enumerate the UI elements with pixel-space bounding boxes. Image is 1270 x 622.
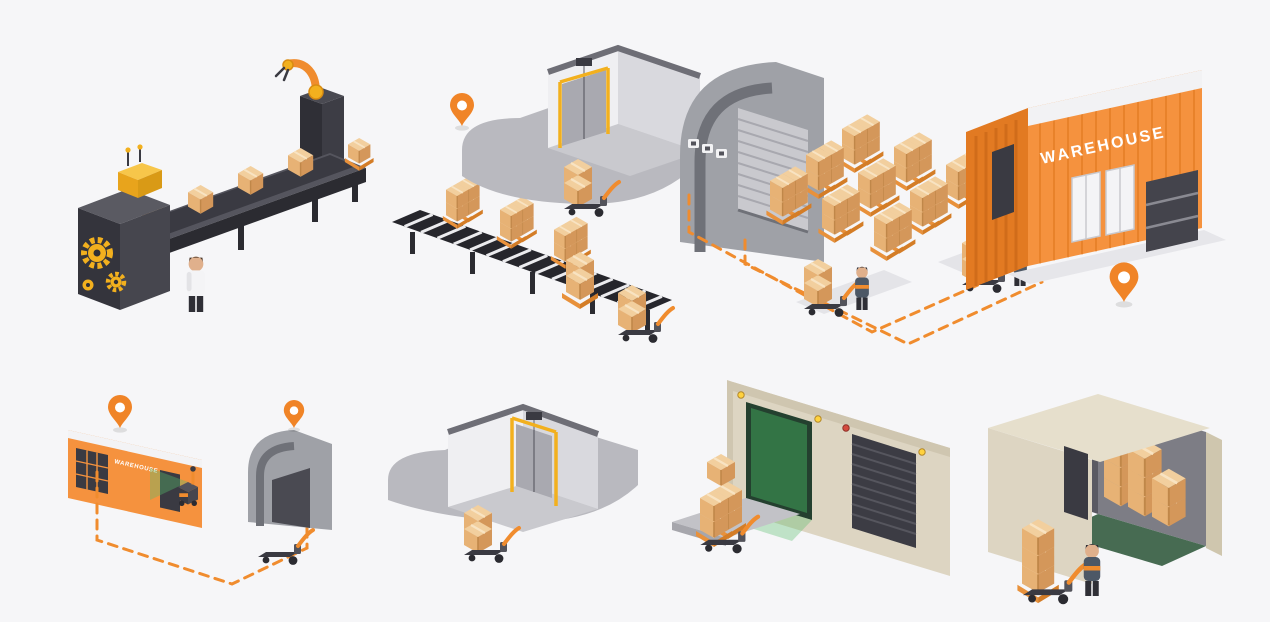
factory-worker — [186, 256, 205, 312]
small-arch-gate — [248, 430, 332, 530]
location-pin-icon — [108, 395, 132, 433]
scan-beam — [150, 468, 188, 500]
warehouse-building-scene: WAREHOUSE — [966, 70, 1226, 308]
container-side-door — [1064, 446, 1088, 520]
roller-conveyor-scene — [392, 93, 675, 345]
robot-arm-icon — [274, 59, 344, 168]
location-pin-icon — [450, 93, 474, 131]
pallet-stack — [496, 197, 537, 249]
pallet-stack — [562, 252, 598, 309]
freight-elevator — [510, 412, 558, 506]
loading-dock-scene — [672, 380, 950, 576]
gear-icon — [81, 237, 127, 293]
factory-packing-line-scene — [78, 59, 374, 312]
dock-lamps — [737, 391, 926, 456]
dock-sign-icons — [688, 139, 727, 158]
warehouse-doors — [1071, 164, 1135, 243]
location-pin-icon — [283, 399, 305, 432]
small-warehouse-door — [160, 470, 180, 512]
freight-elevator-platform-scene — [388, 403, 638, 565]
container-loading-scene — [988, 394, 1222, 604]
freight-elevator — [558, 58, 610, 148]
arched-gate-scene — [680, 62, 824, 262]
side-door — [992, 144, 1014, 220]
route-dashed-path — [687, 193, 1018, 334]
slat-windows — [1145, 170, 1199, 252]
packing-machine — [78, 144, 170, 310]
pallet-stack — [442, 177, 483, 229]
freight-elevator-dock-scene — [462, 44, 701, 219]
container-door-flap — [1206, 432, 1222, 556]
pallet-truck — [616, 285, 675, 345]
container-roof — [988, 394, 1210, 462]
receiving-area-scene: WAREHOUSE — [68, 395, 332, 586]
location-pin-icon — [1109, 262, 1139, 308]
dock-shutter-door — [851, 434, 917, 548]
small-warehouse-facade: WAREHOUSE — [68, 430, 202, 528]
